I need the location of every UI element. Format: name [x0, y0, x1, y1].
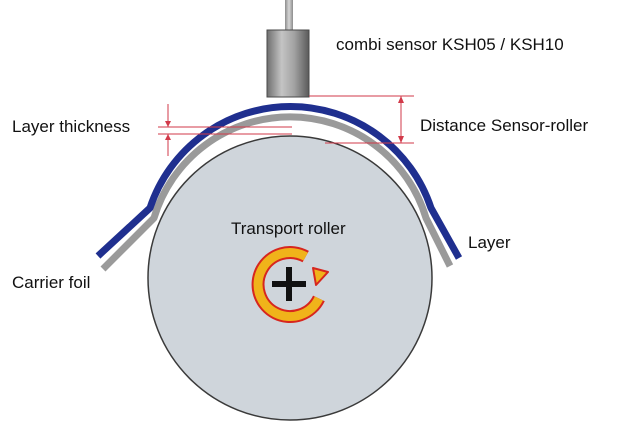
coating-layer [95, 103, 463, 260]
plus-icon [272, 267, 306, 301]
carrier-foil-label: Carrier foil [12, 273, 91, 292]
distance-dimension [309, 95, 414, 144]
combi-sensor [266, 29, 310, 98]
layer-label: Layer [468, 233, 511, 252]
transport-roller-label: Transport roller [231, 219, 346, 238]
rotate-clockwise-icon [251, 246, 329, 323]
distance-label: Distance Sensor-roller [420, 116, 589, 135]
layer-thickness-label: Layer thickness [12, 117, 131, 136]
carrier-foil [100, 113, 454, 272]
sensor-cable [285, 0, 293, 32]
sensor-label: combi sensor KSH05 / KSH10 [336, 35, 564, 54]
layer-thickness-dimension [158, 104, 292, 156]
